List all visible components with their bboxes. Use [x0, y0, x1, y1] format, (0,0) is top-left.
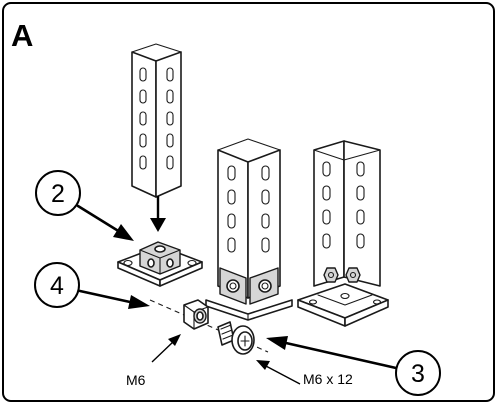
hex-nut: [183, 299, 209, 330]
assembly-axis: [149, 299, 269, 353]
callout-2-leader: [76, 204, 134, 241]
insert-arrow: [150, 196, 166, 232]
nut-size-label: M6: [126, 372, 146, 388]
callout-2: 2: [35, 170, 81, 216]
callout-3: 3: [395, 350, 441, 396]
bolt-size-label: M6 x 12: [303, 371, 353, 387]
upright-post-falling: [131, 43, 182, 198]
svg-text:4: 4: [50, 272, 64, 300]
panel-letter: A: [11, 18, 33, 53]
callout-4-leader: [78, 289, 150, 309]
upright-post-assembled: [297, 140, 389, 327]
svg-text:3: 3: [411, 360, 425, 388]
foot-plate: [117, 241, 203, 287]
bolt-size-pointer: [256, 360, 301, 385]
svg-text:2: 2: [51, 180, 65, 208]
upright-post-seated: [205, 138, 293, 321]
flange-bolt: [217, 321, 255, 355]
callout-3-leader: [266, 336, 398, 370]
nut-size-pointer: [151, 334, 181, 363]
callout-4: 4: [34, 262, 80, 308]
